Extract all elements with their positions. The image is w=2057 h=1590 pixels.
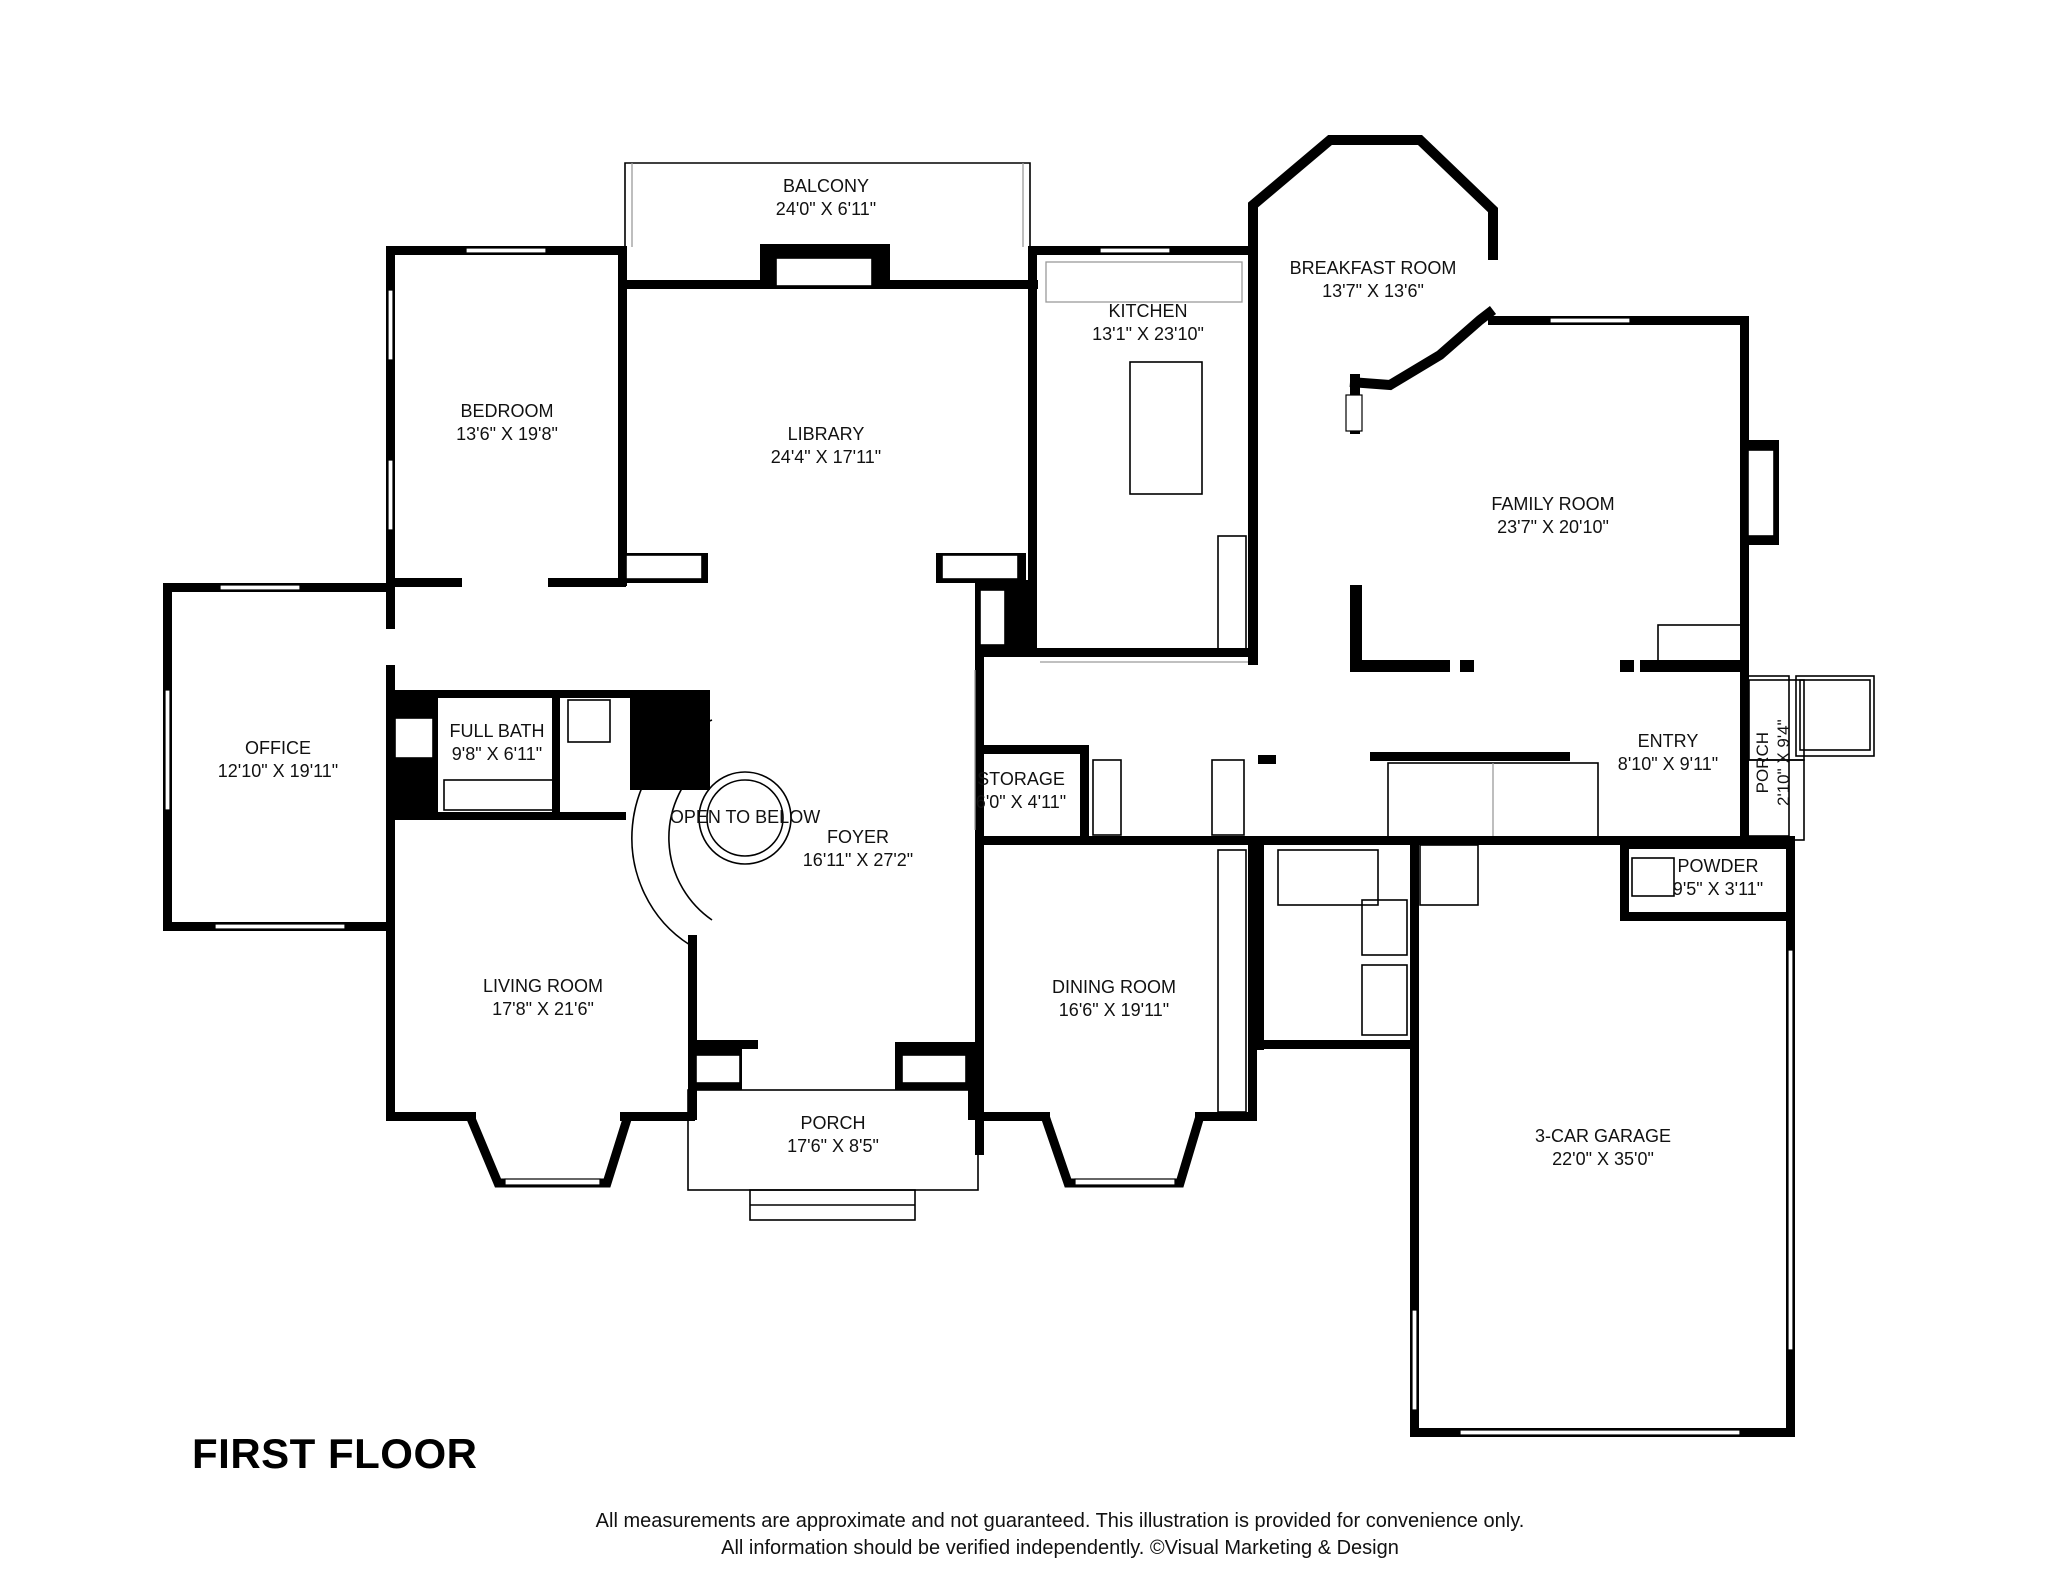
dining-room-name: DINING ROOM xyxy=(1052,977,1176,997)
living-room-label: LIVING ROOM 17'8" X 21'6" xyxy=(483,975,603,1021)
dining-room-label: DINING ROOM 16'6" X 19'11" xyxy=(1052,976,1176,1022)
full-bath-name: FULL BATH xyxy=(449,721,545,741)
office-size: 12'10" X 19'11" xyxy=(217,761,339,781)
foyer-label: FOYER 16'11" X 27'2" xyxy=(803,826,913,872)
storage-size: 6'0" X 4'11" xyxy=(975,792,1067,812)
open-to-below-name: OPEN TO BELOW xyxy=(669,807,821,827)
living-room-name: LIVING ROOM xyxy=(482,976,604,996)
full-bath-walls xyxy=(386,690,710,820)
library-name: LIBRARY xyxy=(787,424,865,444)
family-room-label: FAMILY ROOM 23'7" X 20'10" xyxy=(1491,493,1614,539)
entry-size: 8'10" X 9'11" xyxy=(1617,754,1719,774)
powder-walls xyxy=(1620,840,1795,921)
foyer-size: 16'11" X 27'2" xyxy=(802,850,914,870)
powder-label: POWDER 9'5" X 3'11" xyxy=(1673,855,1763,901)
garage-name: 3-CAR GARAGE xyxy=(1534,1126,1672,1146)
powder-name: POWDER xyxy=(1677,856,1759,876)
bedroom-label: BEDROOM 13'6" X 19'8" xyxy=(456,400,558,446)
storage-name: STORAGE xyxy=(977,769,1065,789)
dining-room-walls xyxy=(975,836,1257,1188)
disclaimer-line-1: All measurements are approximate and not… xyxy=(595,1510,1525,1532)
office-name: OFFICE xyxy=(244,738,311,758)
side-porch-size: 2'10" X 9'4" xyxy=(1774,719,1793,806)
balcony-label: BALCONY 24'0" X 6'11" xyxy=(776,175,876,221)
kitchen-label: KITCHEN 13'1" X 23'10" xyxy=(1092,300,1204,346)
dining-room-size: 16'6" X 19'11" xyxy=(1058,1000,1170,1020)
foyer-walls xyxy=(687,655,984,1221)
living-room-size: 17'8" X 21'6" xyxy=(492,999,594,1019)
family-room-size: 23'7" X 20'10" xyxy=(1497,517,1609,537)
library-walls xyxy=(618,244,1038,650)
full-bath-size: 9'8" X 6'11" xyxy=(451,744,543,764)
garage-walls xyxy=(1410,905,1795,1437)
bedroom-walls xyxy=(386,246,627,587)
front-porch-label: PORCH 17'6" X 8'5" xyxy=(787,1112,879,1158)
breakfast-room-name: BREAKFAST ROOM xyxy=(1289,258,1457,278)
side-porch-label: PORCH 2'10" X 9'4" xyxy=(1752,719,1794,806)
breakfast-room-size: 13'7" X 13'6" xyxy=(1322,281,1424,301)
spiral-stair xyxy=(631,719,792,946)
living-room-walls xyxy=(386,815,697,1188)
entry-walls xyxy=(1255,668,1871,845)
side-porch-name: PORCH xyxy=(1753,731,1772,794)
breakfast-walls xyxy=(1248,135,1498,434)
balcony-name: BALCONY xyxy=(782,176,870,196)
office-label: OFFICE 12'10" X 19'11" xyxy=(218,737,338,783)
side-porch-stair xyxy=(1746,675,1875,837)
balcony-size: 24'0" X 6'11" xyxy=(775,199,877,219)
family-room-walls xyxy=(1350,316,1779,676)
disclaimer: All measurements are approximate and not… xyxy=(460,1508,1660,1562)
storage-label: STORAGE 6'0" X 4'11" xyxy=(976,768,1066,814)
library-size: 24'4" X 17'11" xyxy=(770,447,882,467)
powder-size: 9'5" X 3'11" xyxy=(1672,879,1764,899)
foyer-name: FOYER xyxy=(826,827,889,847)
entry-label: ENTRY 8'10" X 9'11" xyxy=(1618,730,1718,776)
laundry-walls xyxy=(1255,840,1479,1050)
kitchen-size: 13'1" X 23'10" xyxy=(1092,324,1204,344)
library-label: LIBRARY 24'4" X 17'11" xyxy=(771,423,881,469)
garage-size: 22'0" X 35'0" xyxy=(1552,1149,1654,1169)
garage-label: 3-CAR GARAGE 22'0" X 35'0" xyxy=(1535,1125,1671,1171)
kitchen-walls xyxy=(975,210,1258,665)
open-to-below-label: OPEN TO BELOW xyxy=(670,806,820,829)
bedroom-name: BEDROOM xyxy=(460,401,554,421)
full-bath-label: FULL BATH 9'8" X 6'11" xyxy=(449,720,544,766)
kitchen-name: KITCHEN xyxy=(1108,301,1188,321)
balcony-outline xyxy=(624,162,1031,247)
front-porch-name: PORCH xyxy=(800,1113,866,1133)
entry-name: ENTRY xyxy=(1637,731,1699,751)
breakfast-room-label: BREAKFAST ROOM 13'7" X 13'6" xyxy=(1290,257,1457,303)
floor-title: FIRST FLOOR xyxy=(192,1430,478,1477)
bedroom-size: 13'6" X 19'8" xyxy=(456,424,558,444)
family-room-name: FAMILY ROOM xyxy=(1491,494,1615,514)
disclaimer-line-2: All information should be verified indep… xyxy=(721,1537,1399,1559)
front-porch-size: 17'6" X 8'5" xyxy=(787,1136,879,1156)
storage-walls xyxy=(974,670,1255,845)
